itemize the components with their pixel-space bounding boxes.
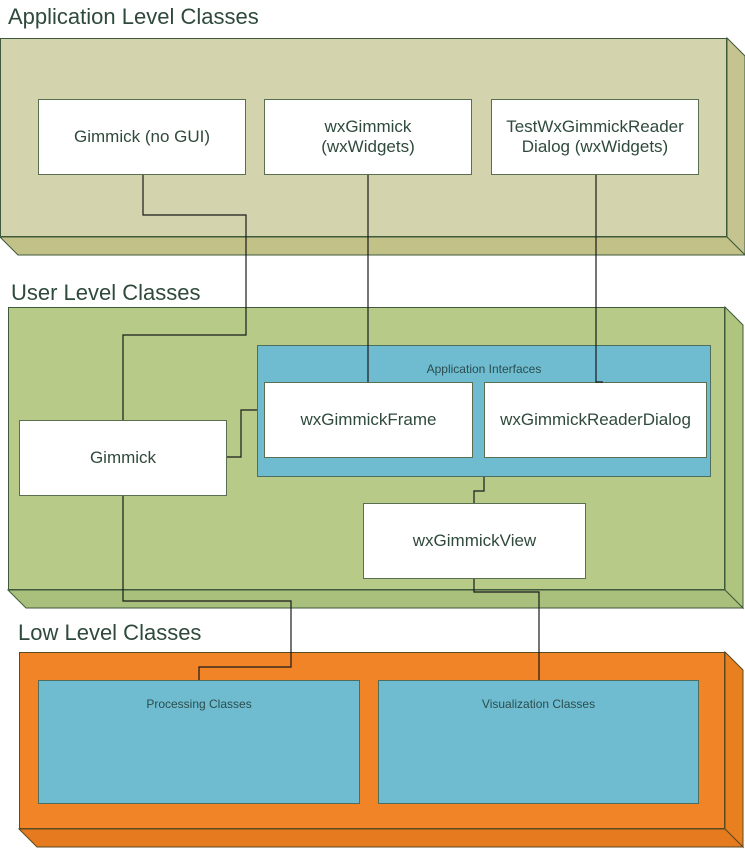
processing-classes-group[interactable]: Processing Classes — [38, 680, 360, 804]
user-layer-title: User Level Classes — [11, 280, 201, 305]
wxgimmick-reader-dialog-box[interactable]: wxGimmickReaderDialog — [484, 382, 707, 458]
application-interfaces-label: Application Interfaces — [426, 362, 542, 376]
gimmick-no-gui-label: Gimmick (no GUI) — [74, 126, 210, 146]
visualization-classes-group[interactable]: Visualization Classes — [378, 680, 699, 804]
wxgimmick-view-label: wxGimmickView — [412, 530, 537, 550]
test-wxgimmick-reader-dialog-box[interactable]: TestWxGimmickReader Dialog (wxWidgets) — [491, 99, 699, 175]
test-wxgimmick-reader-dialog-label: TestWxGimmickReader Dialog (wxWidgets) — [506, 116, 684, 156]
visualization-classes-label: Visualization Classes — [481, 697, 596, 711]
gimmick-no-gui-box[interactable]: Gimmick (no GUI) — [38, 99, 246, 175]
application-layer-title: Application Level Classes — [8, 4, 259, 29]
wxgimmick-box[interactable]: wxGimmick (wxWidgets) — [264, 99, 472, 175]
gimmick-label: Gimmick — [89, 447, 157, 467]
gimmick-box[interactable]: Gimmick — [19, 420, 227, 496]
wxgimmick-frame-label: wxGimmickFrame — [300, 409, 437, 429]
processing-classes-label: Processing Classes — [146, 697, 252, 711]
wxgimmick-frame-box[interactable]: wxGimmickFrame — [264, 382, 473, 458]
wxgimmick-label: wxGimmick (wxWidgets) — [321, 116, 415, 156]
low-layer-title: Low Level Classes — [18, 620, 202, 645]
wxgimmick-reader-dialog-label: wxGimmickReaderDialog — [500, 409, 691, 429]
wxgimmick-view-box[interactable]: wxGimmickView — [363, 503, 586, 579]
